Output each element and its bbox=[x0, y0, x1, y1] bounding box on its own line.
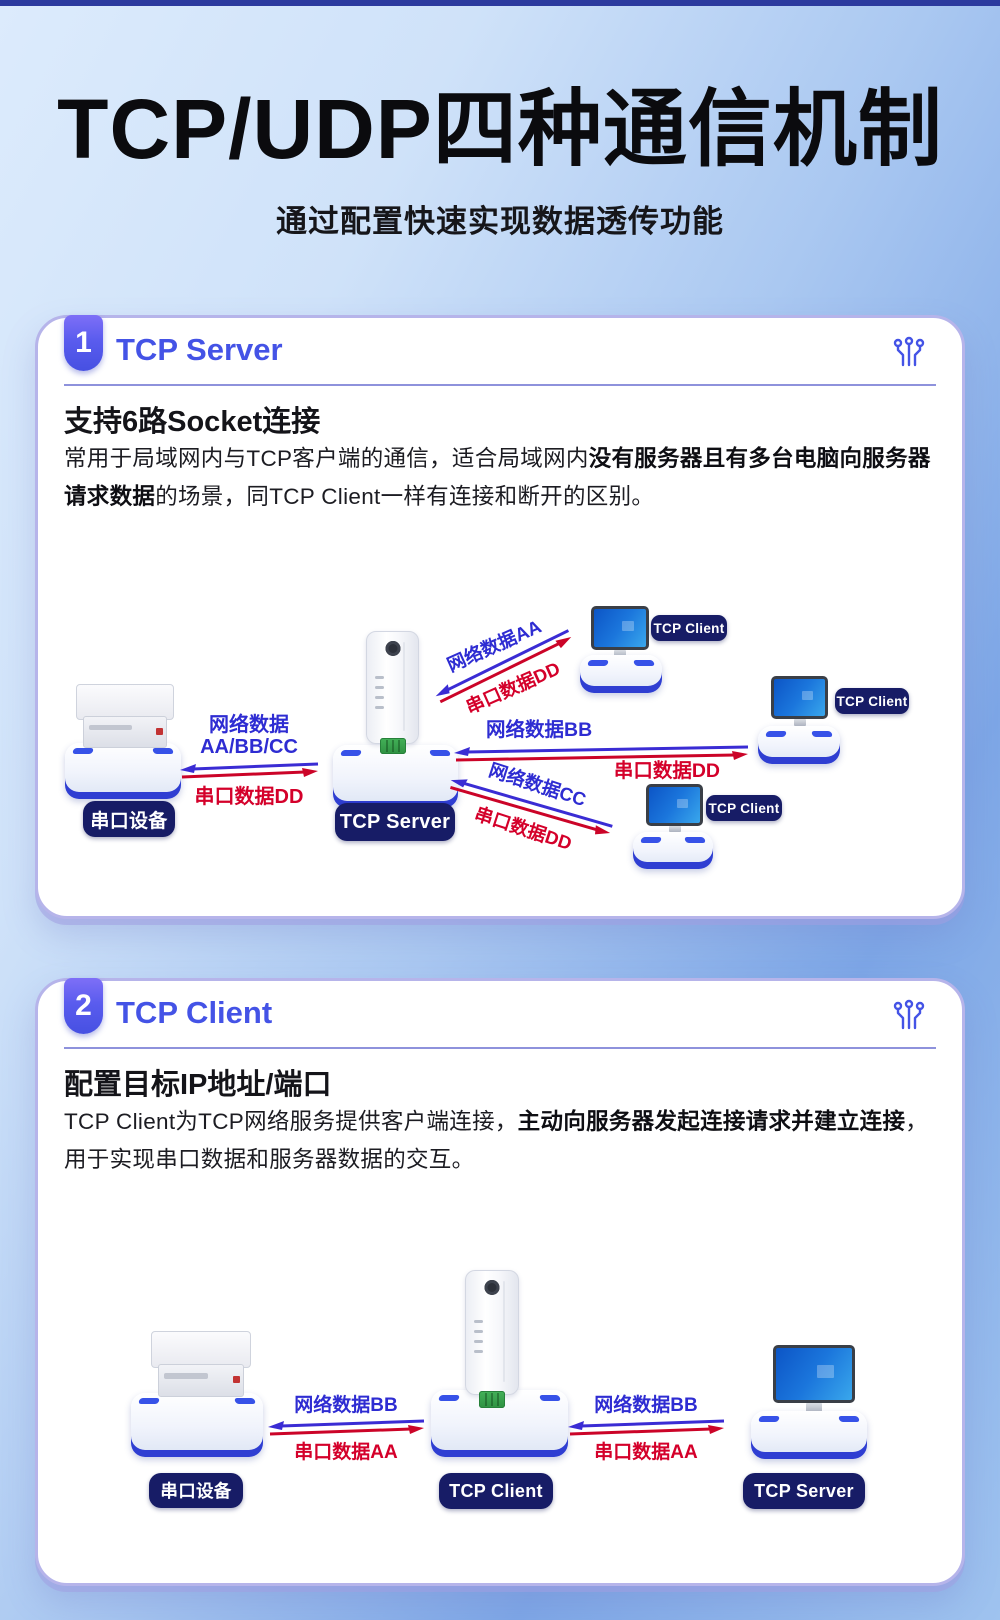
tcp-client-card: 2 TCP Client 配置目标IP地址/端口 TCP Client为TCP网… bbox=[35, 978, 965, 1586]
server-computer bbox=[751, 1345, 867, 1461]
section-heading: 配置目标IP地址/端口 bbox=[64, 1069, 332, 1101]
printer-device bbox=[151, 1331, 251, 1397]
card-title: TCP Server bbox=[116, 332, 283, 367]
flow-serial-to-server: 网络数据 AA/BB/CC 串口数据DD bbox=[178, 714, 320, 809]
serial-device-platform bbox=[65, 743, 181, 799]
printer-device bbox=[76, 684, 174, 748]
client-computer-2 bbox=[758, 676, 840, 768]
flow-client-to-server: 网络数据BB 串口数据AA bbox=[566, 1395, 726, 1464]
page-title: TCP/UDP四种通信机制 bbox=[57, 82, 943, 176]
card-number-badge: 2 bbox=[64, 978, 103, 1034]
tcp-server-label: TCP Server bbox=[335, 803, 455, 841]
section-description: 常用于局域网内与TCP客户端的通信，适合局域网内没有服务器且有多台电脑向服务器请… bbox=[64, 446, 931, 509]
section-description: TCP Client为TCP网络服务提供客户端连接，主动向服务器发起连接请求并建… bbox=[64, 1109, 929, 1172]
dtu-logo bbox=[484, 1280, 500, 1295]
serial-device-label: 串口设备 bbox=[149, 1473, 243, 1508]
circuit-icon bbox=[893, 336, 925, 367]
terminal-connector bbox=[380, 738, 406, 754]
client-computer-1 bbox=[580, 606, 662, 696]
bidirectional-arrows bbox=[268, 1419, 425, 1436]
dtu-device bbox=[366, 631, 419, 744]
bidirectional-arrows bbox=[454, 745, 749, 762]
network-data-label: 网络数据BB bbox=[486, 719, 593, 741]
bidirectional-arrows bbox=[435, 628, 572, 703]
section-heading: 支持6路Socket连接 bbox=[64, 406, 321, 438]
flow-server-client2: 网络数据BB 串口数据DD bbox=[452, 719, 750, 783]
card-title: TCP Client bbox=[116, 995, 273, 1030]
dtu-device bbox=[465, 1270, 519, 1395]
dtu-logo bbox=[385, 641, 400, 656]
page-subtitle: 通过配置快速实现数据透传功能 bbox=[276, 204, 724, 239]
network-data-label: 网络数据BB bbox=[294, 1395, 398, 1416]
terminal-connector bbox=[479, 1391, 505, 1408]
tcp-client-label-1: TCP Client bbox=[651, 615, 727, 641]
serial-data-label: 串口数据DD bbox=[613, 759, 720, 782]
bidirectional-arrows bbox=[568, 1419, 725, 1436]
tcp-client-label-2: TCP Client bbox=[835, 688, 909, 714]
divider bbox=[64, 1047, 936, 1049]
serial-device-label: 串口设备 bbox=[83, 801, 175, 837]
serial-device-platform bbox=[131, 1393, 263, 1457]
tcp-client-label-3: TCP Client bbox=[706, 795, 782, 821]
divider bbox=[64, 384, 936, 386]
network-data-label: 网络数据BB bbox=[594, 1395, 698, 1416]
flow-server-client1: 网络数据AA 串口数据DD bbox=[421, 606, 587, 730]
bidirectional-arrows bbox=[180, 762, 319, 779]
flow-server-client3: 网络数据CC 串口数据DD bbox=[438, 749, 623, 867]
top-strip bbox=[0, 0, 1000, 6]
client-computer-3 bbox=[633, 784, 713, 872]
network-data-label: 网络数据 AA/BB/CC bbox=[200, 714, 298, 759]
tcp-server-label: TCP Server bbox=[743, 1473, 865, 1509]
serial-data-label: 串口数据DD bbox=[194, 785, 304, 808]
tcp-client-label: TCP Client bbox=[439, 1473, 553, 1509]
tcp-server-platform bbox=[333, 745, 458, 808]
bidirectional-arrows bbox=[450, 779, 613, 835]
flow-serial-to-client: 网络数据BB 串口数据AA bbox=[266, 1395, 426, 1464]
card-number-badge: 1 bbox=[64, 315, 103, 371]
tcp-server-card: 1 TCP Server 支持6路Socket连接 常用于局域网内与TCP客户端… bbox=[35, 315, 965, 919]
serial-data-label: 串口数据AA bbox=[594, 1442, 698, 1464]
serial-data-label: 串口数据AA bbox=[294, 1442, 398, 1464]
circuit-icon bbox=[893, 999, 925, 1030]
